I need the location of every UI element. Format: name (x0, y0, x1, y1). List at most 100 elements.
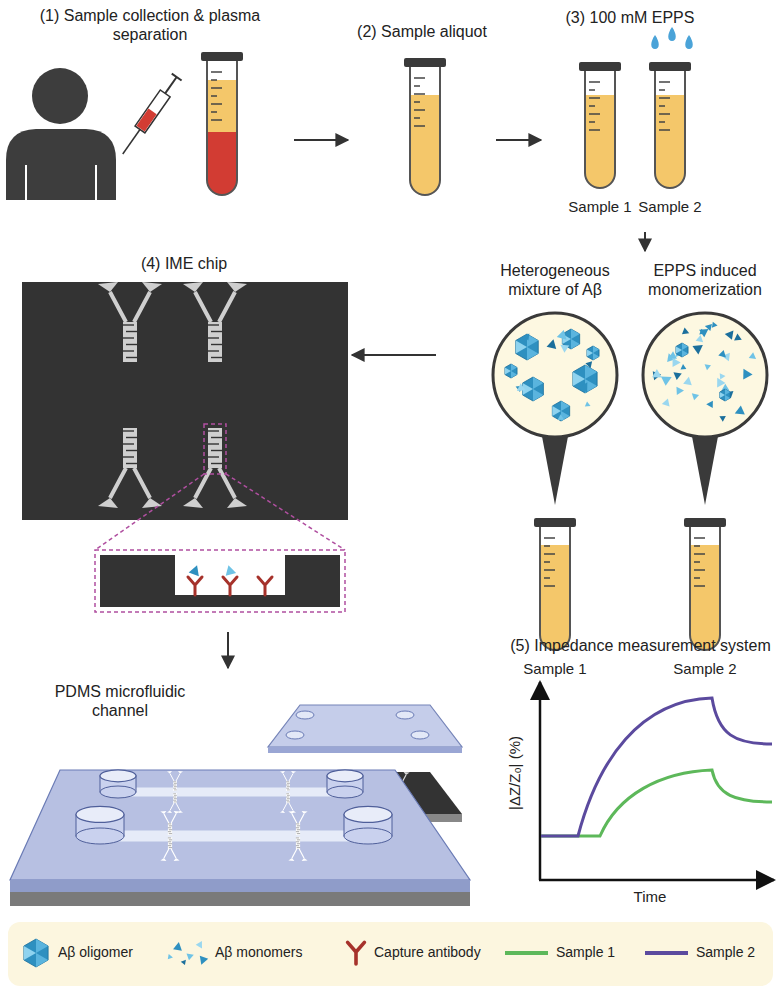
monomer-triangle (661, 372, 674, 386)
step-heading: EPPS induced monomerization (630, 261, 780, 299)
electrode-finger-gap (208, 350, 219, 351)
sample-collection-step: (1) Sample collection & plasma separatio… (0, 0, 290, 200)
monomer-triangle (680, 364, 686, 370)
plasma (539, 545, 571, 652)
chip-top (10, 770, 470, 880)
monomer-triangle (662, 397, 672, 406)
monomer-triangle (523, 331, 532, 340)
monomer-triangle (578, 380, 591, 393)
electrode-finger-gap (286, 785, 289, 786)
graduation-tick (694, 561, 700, 563)
interdigitated-electrode (167, 771, 183, 791)
electrode-finger-gap (168, 827, 171, 828)
sample-label: Sample 2 (665, 660, 745, 678)
monomer-triangle (514, 383, 525, 394)
electrode-finger-gap (211, 463, 222, 464)
graduation-tick (694, 577, 700, 579)
electrode-finger-gap (169, 829, 172, 830)
electrode-finger-gap (169, 839, 172, 840)
tube-cap (684, 518, 726, 527)
oligomer-facet (36, 953, 48, 967)
reservoir-top (344, 806, 392, 822)
graduation-tick (659, 81, 670, 83)
electrode-lead (170, 774, 180, 782)
electrode-finger-gap (287, 798, 290, 799)
step-heading: (3) 100 mM EPPS (545, 8, 715, 27)
syringe-barrel (135, 90, 170, 133)
graduation-tick (211, 87, 222, 89)
tube-cap (579, 62, 621, 71)
graduation-tick (659, 113, 670, 115)
electrode-comb (286, 793, 290, 803)
electrode-finger-gap (287, 801, 290, 802)
electrode-finger-gap (211, 344, 222, 345)
graduation-tick (589, 113, 600, 115)
monomer-triangle (187, 951, 195, 960)
graduation-tick (544, 585, 555, 587)
electrode-finger-gap (296, 823, 299, 824)
sample1-curve (541, 770, 772, 836)
electrode-comb (168, 823, 172, 835)
electrode-pad (167, 811, 172, 814)
electrode-finger-gap (296, 841, 299, 842)
tube-outline (410, 66, 440, 195)
graduation-tick (211, 103, 222, 105)
oligomer-facet (511, 371, 517, 378)
step-heading: Heterogeneous mixture of Aβ (480, 261, 630, 299)
electrode-finger-gap (287, 783, 290, 784)
oligomer-hexagon (505, 364, 517, 378)
tube-cap (649, 62, 691, 71)
monomer-triangle (557, 330, 570, 343)
view-circle (643, 313, 767, 437)
monomer-triangle (558, 414, 566, 422)
graduation-tick (544, 537, 555, 539)
capture-antibody (188, 577, 202, 595)
electrode-finger-gap (296, 831, 299, 832)
graduation-tick (589, 89, 595, 91)
electrode-finger-gap (208, 430, 219, 431)
monomer-triangle (189, 564, 202, 577)
test-tube (684, 518, 726, 652)
electrode-finger-gap (126, 357, 137, 358)
interdigitated-electrode (280, 771, 296, 791)
syringe-needle (123, 129, 140, 154)
plasma (409, 95, 441, 197)
oligomer-hexagon (24, 939, 48, 967)
monomer-triangle (725, 328, 737, 340)
monomer-triangle (719, 413, 727, 421)
electrode-lead (164, 814, 176, 823)
legend-line-sample2 (645, 951, 688, 955)
graduation-tick (659, 129, 670, 131)
electrode-finger-gap (126, 450, 137, 451)
electrode-finger-gap (123, 324, 134, 325)
electrode-lead (110, 292, 150, 322)
sample2-curve (541, 698, 772, 836)
graduation-tick (211, 95, 217, 97)
interdigitated-electrode (167, 793, 183, 813)
electrode-finger-gap (168, 837, 171, 838)
interdigitated-electrode (280, 793, 296, 813)
sample-label: Sample 2 (630, 198, 710, 216)
plasma (584, 95, 616, 190)
oligomer-facet (511, 364, 517, 371)
graduation-tick (414, 93, 425, 95)
electrode-comb (286, 781, 290, 791)
electrode-lead (164, 849, 176, 858)
reservoir-bottom (344, 828, 392, 844)
electrode-pad (167, 771, 172, 774)
electrode-finger-gap (297, 825, 300, 826)
electrode-comb (173, 781, 177, 791)
electrode-finger-gap (211, 437, 222, 438)
channel (118, 788, 345, 797)
flow-arrow (352, 354, 436, 356)
electrode-finger-gap (123, 350, 134, 351)
graduation-tick (589, 97, 600, 99)
electrode-finger-gap (173, 781, 176, 782)
electrode-finger-gap (169, 833, 172, 834)
monomer-triangle (706, 401, 713, 408)
ime-chip (22, 282, 348, 520)
chip-section (100, 555, 340, 607)
oligomer-hexagon (720, 389, 730, 401)
tube-cap (534, 518, 576, 527)
